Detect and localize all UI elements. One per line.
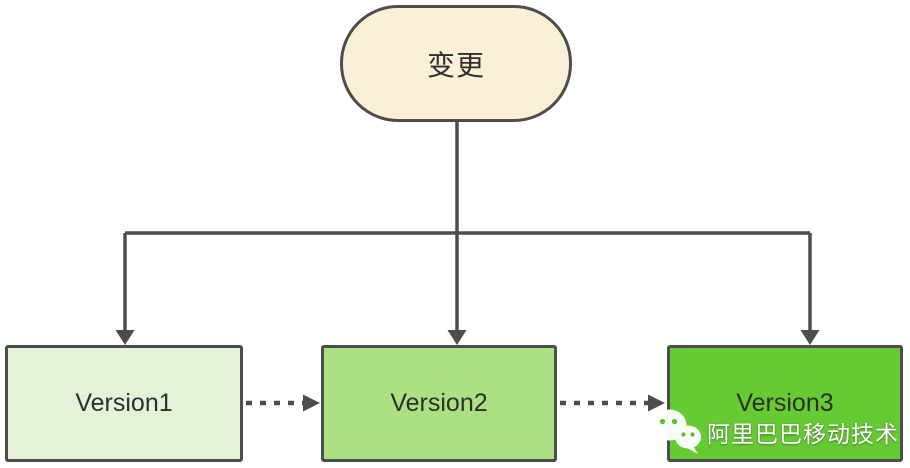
arrowhead-to-version3 (800, 330, 820, 345)
arrowhead-v2-v3 (648, 394, 665, 412)
node-version1: Version1 (5, 345, 243, 462)
edge-arrowheads-down (115, 330, 820, 345)
edge-v1-v2-dashed (246, 394, 320, 412)
arrowhead-to-version2 (447, 330, 467, 345)
edge-v2-v3-dashed (560, 394, 665, 412)
node-version1-label: Version1 (75, 389, 173, 417)
node-change-label: 变更 (426, 49, 485, 81)
node-version2-label: Version2 (390, 389, 488, 417)
node-version3: Version3 (667, 345, 903, 462)
arrowhead-to-version1 (115, 330, 135, 345)
node-version3-label: Version3 (736, 389, 834, 417)
node-change: 变更 (340, 5, 572, 122)
arrowhead-v1-v2 (303, 394, 320, 412)
edge-root-trunk (123, 120, 812, 332)
node-version2: Version2 (321, 345, 557, 462)
